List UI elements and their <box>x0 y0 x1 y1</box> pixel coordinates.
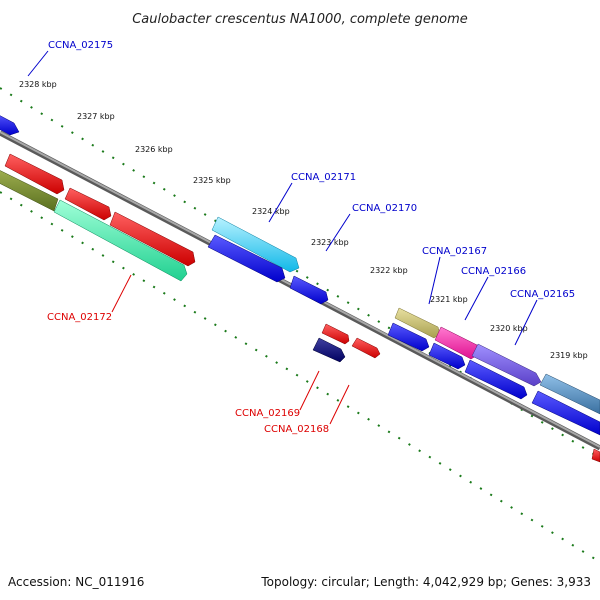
tick-label: 2319 kbp <box>550 351 588 360</box>
tick-label: 2324 kbp <box>252 207 290 216</box>
gene-labels: CCNA_02175 CCNA_02171 CCNA_02170 CCNA_02… <box>47 40 575 435</box>
gene-label-ccna-02172[interactable]: CCNA_02172 <box>47 312 112 323</box>
gene-arrow-ccna-02166[interactable] <box>471 343 542 387</box>
tick-label: 2321 kbp <box>430 295 468 304</box>
gene-label-ccna-02175[interactable]: CCNA_02175 <box>48 40 113 51</box>
gene-arrow[interactable] <box>4 153 65 195</box>
tick-label: 2326 kbp <box>135 145 173 154</box>
tick-label: 2322 kbp <box>370 266 408 275</box>
tick-labels: 2328 kbp 2327 kbp 2326 kbp 2325 kbp 2324… <box>19 80 588 360</box>
gene-arrow[interactable] <box>109 211 196 267</box>
gene-arrow-ccna-02172[interactable] <box>53 199 188 282</box>
gene-arrow-ccna-02165[interactable] <box>539 373 600 415</box>
gene-arrow-ccna-02169[interactable] <box>312 337 346 363</box>
gene-label-ccna-02167[interactable]: CCNA_02167 <box>422 246 487 257</box>
gene-arrow-ccna-02171[interactable] <box>211 216 300 273</box>
gene-arrow[interactable] <box>0 113 20 136</box>
tick-label: 2323 kbp <box>311 238 349 247</box>
tick-label: 2327 kbp <box>77 112 115 121</box>
gene-arrow[interactable] <box>64 187 112 221</box>
gene-arrow[interactable] <box>387 322 430 352</box>
accession-text: Accession: NC_011916 <box>8 575 144 589</box>
gene-label-ccna-02171[interactable]: CCNA_02171 <box>291 172 356 183</box>
gene-arrow[interactable] <box>531 390 600 436</box>
gene-label-ccna-02165[interactable]: CCNA_02165 <box>510 289 575 300</box>
tick-label: 2325 kbp <box>193 176 231 185</box>
gene-arrow[interactable] <box>464 359 528 400</box>
gene-arrow[interactable] <box>207 234 286 283</box>
gene-arrow[interactable] <box>289 275 329 305</box>
gene-arrow[interactable] <box>351 337 381 359</box>
inner-tick-row <box>0 191 600 563</box>
gene-arrow[interactable] <box>428 342 466 370</box>
gene-label-ccna-02169[interactable]: CCNA_02169 <box>235 408 300 419</box>
tick-label: 2328 kbp <box>19 80 57 89</box>
gene-arrow[interactable] <box>321 323 350 345</box>
gene-arrow[interactable] <box>591 448 600 463</box>
gene-label-ccna-02166[interactable]: CCNA_02166 <box>461 266 526 277</box>
topology-summary: Topology: circular; Length: 4,042,929 bp… <box>260 575 591 589</box>
label-leaders <box>27 50 538 425</box>
tick-label: 2320 kbp <box>490 324 528 333</box>
gene-arrows <box>0 113 600 463</box>
gene-label-ccna-02168[interactable]: CCNA_02168 <box>264 424 329 435</box>
gene-arrow[interactable] <box>0 168 59 212</box>
gene-label-ccna-02170[interactable]: CCNA_02170 <box>352 203 417 214</box>
gene-arrow-ccna-02167[interactable] <box>434 326 478 360</box>
map-title: Caulobacter crescentus NA1000, complete … <box>132 12 468 27</box>
